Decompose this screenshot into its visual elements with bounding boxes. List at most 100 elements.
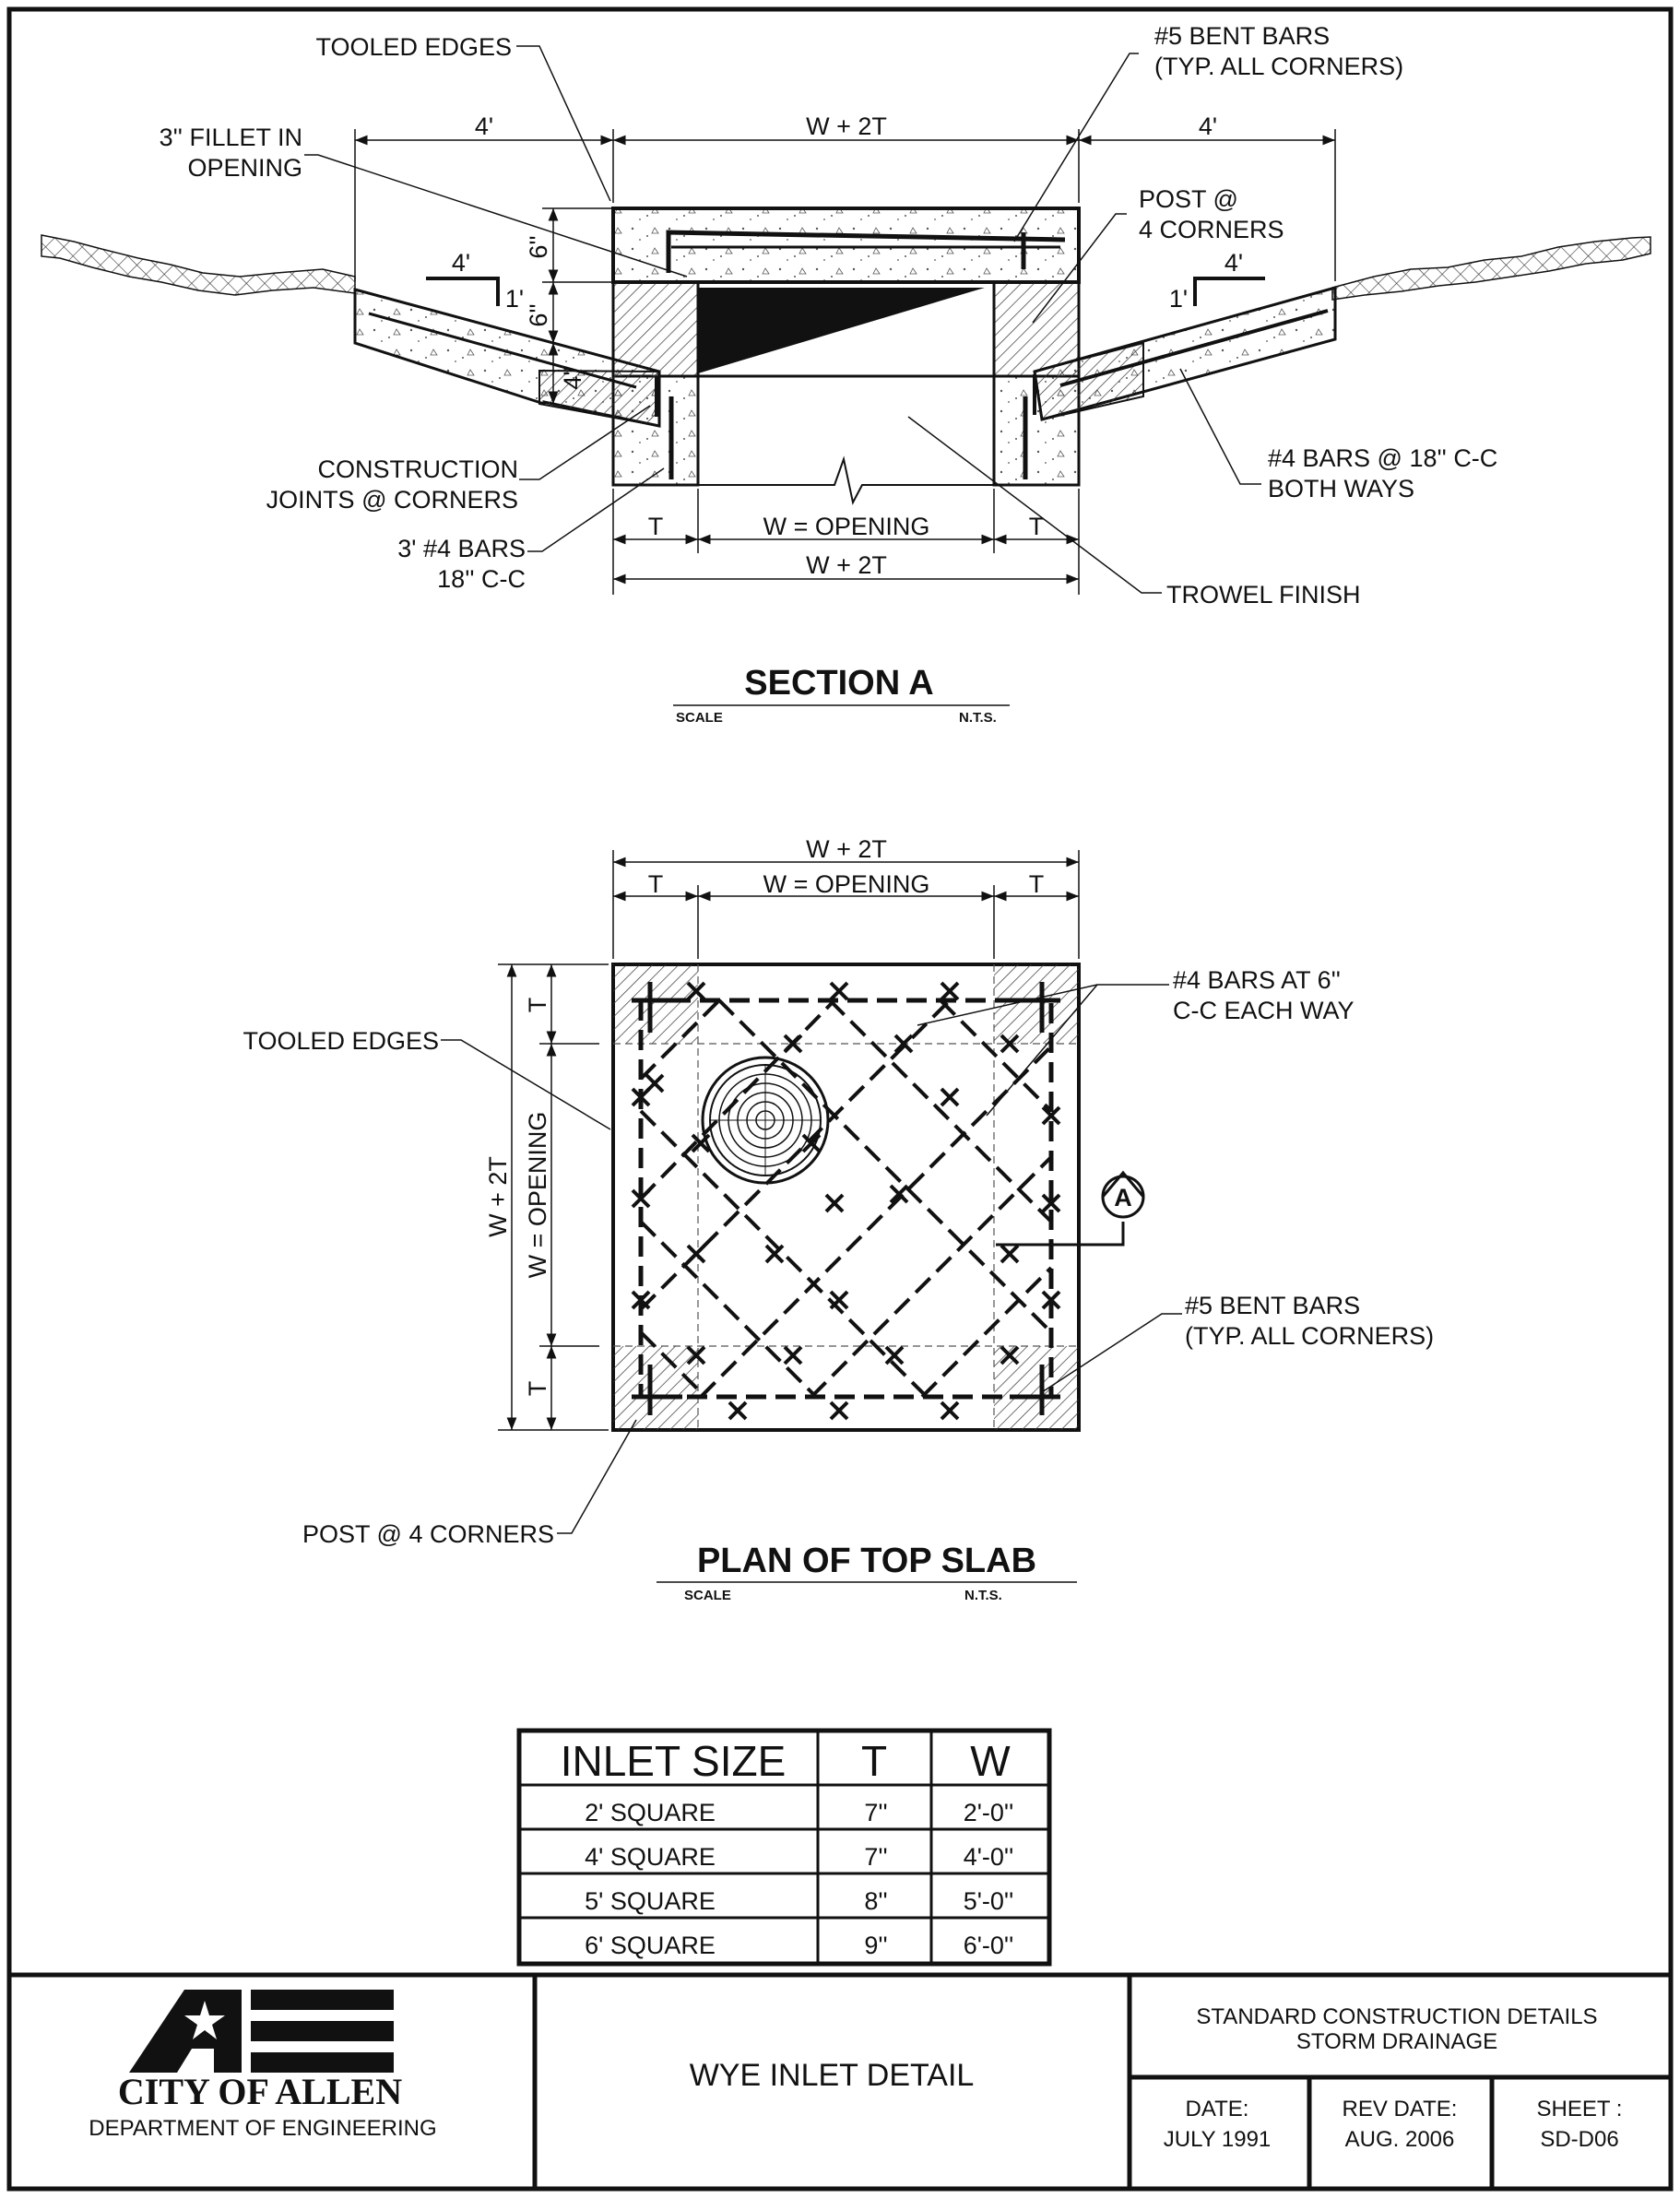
construction-label-1: CONSTRUCTION: [318, 455, 519, 483]
sheet-value: SD-D06: [1540, 2127, 1618, 2152]
bent-bars-label-2: (TYP. ALL CORNERS): [1154, 53, 1403, 80]
dim-t-left: T: [648, 513, 664, 540]
plan-dim-top-w2t: W + 2T: [806, 835, 887, 863]
rebar-x-mark: [1000, 1034, 1020, 1054]
plan-bent-label-2: (TYP. ALL CORNERS): [1185, 1322, 1434, 1350]
fillet-label-2: OPENING: [187, 154, 302, 182]
plan-post-label: POST @ 4 CORNERS: [302, 1520, 554, 1548]
post-label-1: POST @: [1139, 185, 1238, 213]
ground-right: [1331, 236, 1651, 301]
rebar-x-mark: [889, 1184, 909, 1204]
table-header-inlet-size: INLET SIZE: [561, 1737, 787, 1785]
inlet-size-table: INLET SIZE T W 2' SQUARE 7'' 2'-0'' 4' S…: [516, 1728, 1052, 1967]
section-marker-letter: A: [1114, 1184, 1132, 1211]
rebar-x-mark: [686, 981, 706, 1001]
rebar-x-mark: [940, 981, 960, 1001]
plan-text: W + 2T T W = OPENING T W + 2T W = OPENIN…: [243, 835, 1434, 1603]
table-cell: 7'': [864, 1799, 887, 1826]
plan-dim-side-t-bottom: T: [524, 1381, 551, 1397]
trowel-label: TROWEL FINISH: [1166, 581, 1361, 609]
dim-six-a: 6'': [525, 235, 552, 258]
rebar-x-mark: [728, 1400, 748, 1421]
rebar-x-mark: [1041, 1105, 1061, 1126]
section-a-title: SECTION A: [744, 664, 934, 703]
section-a-drawing: [41, 207, 1651, 505]
section-a-dimensions: [354, 129, 1336, 595]
department-name: DEPARTMENT OF ENGINEERING: [89, 2116, 436, 2141]
fillet-label-1: 3'' FILLET IN: [160, 124, 302, 151]
plan-title: PLAN OF TOP SLAB: [697, 1542, 1036, 1580]
fillet-triangle: [698, 288, 985, 373]
dim-wing-right-4ft: 4': [1225, 249, 1243, 277]
plan-dim-side-w2t: W + 2T: [484, 1156, 512, 1237]
rebar-x-mark: [783, 1345, 803, 1365]
sheet-border: [6, 6, 1674, 2192]
rebar-x-mark: [783, 1034, 803, 1054]
table-cell: 2'-0'': [964, 1799, 1014, 1826]
plan-scale-label: SCALE: [684, 1588, 731, 1603]
table-header-t: T: [861, 1737, 887, 1785]
manhole-cover-icon: [701, 1056, 830, 1185]
rebar-x-mark: [829, 1290, 849, 1310]
dim-opening: W = OPENING: [763, 513, 930, 540]
title-block: CITY OF ALLEN DEPARTMENT OF ENGINEERING …: [9, 1972, 1671, 2189]
dim-four-in: 4'': [559, 366, 586, 389]
plan-dim-t-right: T: [1029, 870, 1045, 898]
table-cell: 4' SQUARE: [585, 1843, 716, 1871]
construction-label-2: JOINTS @ CORNERS: [266, 486, 518, 514]
dim-right-4ft: 4': [1199, 112, 1217, 140]
table-cell: 7'': [864, 1843, 887, 1871]
plan-dim-side-opening: W = OPENING: [524, 1112, 551, 1279]
section-marker: A: [996, 1170, 1145, 1247]
table-cell: 6'-0'': [964, 1932, 1014, 1959]
dim-wing-left-1ft: 1': [505, 285, 524, 313]
date-label: DATE:: [1186, 2097, 1249, 2121]
rebar-x-mark: [686, 1244, 706, 1264]
section-a-scale-value: N.T.S.: [959, 710, 997, 726]
section-a-leaders: [304, 45, 1261, 594]
plan-dim-opening: W = OPENING: [763, 870, 930, 898]
rebar-x-mark: [1041, 1290, 1061, 1310]
rebar-x-mark: [801, 1133, 822, 1153]
tooled-edges-label: TOOLED EDGES: [315, 33, 512, 61]
table-cell: 6' SQUARE: [585, 1932, 716, 1959]
table-cell: 8'': [864, 1887, 887, 1915]
table-cell: 5'-0'': [964, 1887, 1014, 1915]
rebar-x-mark: [631, 1087, 651, 1107]
post-label-2: 4 CORNERS: [1139, 216, 1284, 243]
city-of-allen-logo-icon: [129, 1990, 394, 2073]
dim-left-4ft: 4': [475, 112, 493, 140]
dim-wing-left-4ft: 4': [452, 249, 470, 277]
rebar-x-mark: [893, 1034, 914, 1054]
rebar-x-mark: [1041, 1193, 1061, 1213]
rebar-x-mark: [884, 1345, 905, 1365]
table-cell: 2' SQUARE: [585, 1799, 716, 1826]
plan-leaders: [441, 984, 1182, 1534]
table-cell: 9'': [864, 1932, 887, 1959]
rebar-x-mark: [631, 1188, 651, 1209]
dim-bottom-w2t: W + 2T: [806, 551, 887, 579]
plan-dim-t-left: T: [648, 870, 664, 898]
city-name: CITY OF ALLEN: [118, 2071, 402, 2112]
rev-date-value: AUG. 2006: [1345, 2127, 1455, 2152]
plan-bars6-label-1: #4 BARS AT 6'': [1173, 966, 1341, 994]
drawing-title: WYE INLET DETAIL: [690, 2058, 975, 2093]
plan-bent-label-1: #5 BENT BARS: [1185, 1292, 1360, 1319]
rebar-x-mark: [829, 1400, 849, 1421]
rebar-x-mark: [764, 1244, 785, 1264]
plan-bars6-label-2: C-C EACH WAY: [1173, 997, 1355, 1024]
plan-dimensions: [498, 850, 1080, 1431]
dim-top-w2t: W + 2T: [806, 112, 887, 140]
bars4-label-2: BOTH WAYS: [1268, 475, 1414, 502]
dim-t-right: T: [1029, 513, 1045, 540]
rebar-x-mark: [1000, 1345, 1020, 1365]
rebar-x-mark: [940, 1087, 960, 1107]
table-cell: 5' SQUARE: [585, 1887, 716, 1915]
bars3-label-2: 18'' C-C: [437, 565, 526, 593]
bent-bars-label-1: #5 BENT BARS: [1154, 22, 1330, 50]
bars3-label-1: 3' #4 BARS: [397, 535, 526, 562]
sheet-label: SHEET :: [1537, 2097, 1623, 2121]
bars4-label-1: #4 BARS @ 18'' C-C: [1268, 444, 1497, 472]
standard-details-line-1: STANDARD CONSTRUCTION DETAILS: [1196, 2004, 1597, 2029]
